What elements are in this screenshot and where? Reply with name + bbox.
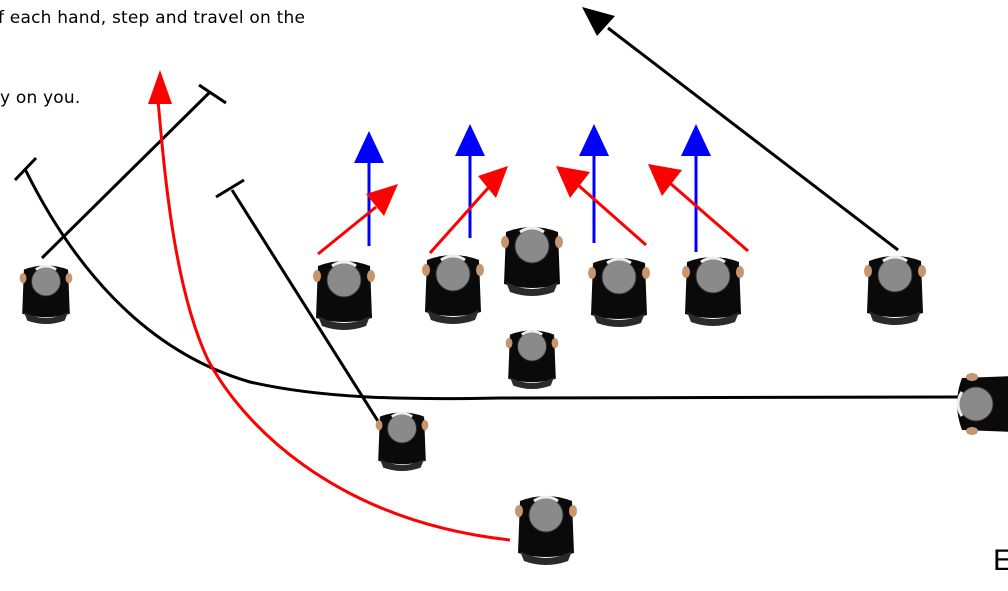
- arrow-icon: [648, 164, 682, 196]
- player-icon: [311, 259, 377, 332]
- route-red-3: [577, 183, 647, 247]
- player-icon: [504, 329, 560, 391]
- player-icon: [586, 256, 652, 329]
- player-icon: [374, 411, 430, 473]
- player-icon: [18, 264, 74, 326]
- player-icon: [513, 494, 579, 567]
- route-black-diagonal: [607, 26, 899, 252]
- player-icon: [862, 254, 928, 327]
- caption-line-2: y on you.: [0, 88, 81, 108]
- arrow-icon: [455, 124, 485, 156]
- block-marker-icon: [215, 178, 245, 199]
- arrow-icon: [478, 166, 508, 198]
- block-marker-icon: [198, 83, 227, 105]
- arrow-icon: [148, 70, 172, 104]
- route-red-2: [428, 186, 491, 254]
- arrow-icon: [582, 7, 615, 36]
- arrow-icon: [366, 184, 398, 216]
- route-red-4: [670, 182, 749, 253]
- block-marker-icon: [13, 156, 38, 182]
- route-black-straight: [40, 90, 212, 260]
- route-black-back: [230, 189, 383, 427]
- arrow-icon: [354, 131, 384, 163]
- arrow-icon: [579, 124, 609, 156]
- caption-line-1: f each hand, step and travel on the: [0, 8, 306, 28]
- route-red-1: [317, 205, 377, 256]
- player-icon: [955, 371, 1008, 437]
- route-black-curve: [23, 168, 959, 401]
- player-icon: [420, 253, 486, 326]
- route-red-curve: [156, 99, 511, 542]
- corner-label: E: [993, 544, 1008, 577]
- player-icon: [499, 225, 565, 298]
- player-icon: [680, 255, 746, 328]
- arrow-icon: [681, 124, 711, 156]
- arrow-icon: [556, 166, 590, 198]
